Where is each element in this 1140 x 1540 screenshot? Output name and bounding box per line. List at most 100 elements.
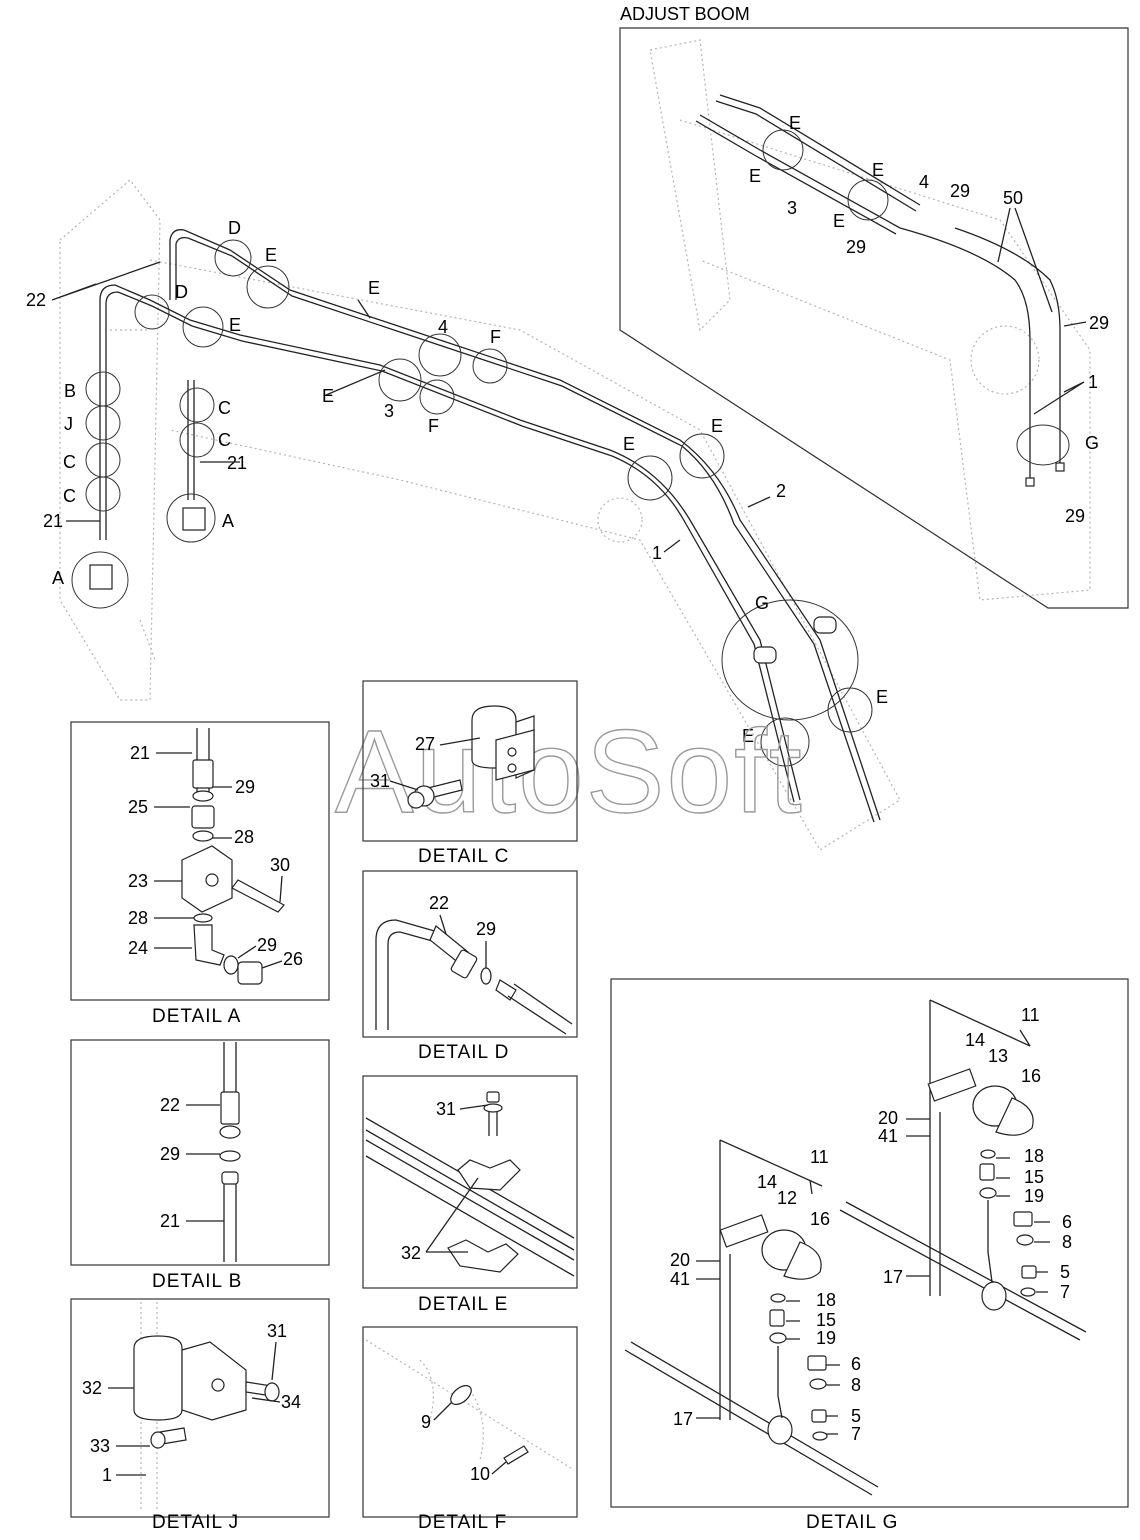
inset-label: E — [789, 113, 801, 133]
detail-g-label: 5 — [851, 1406, 861, 1426]
detail-g-label: 11 — [810, 1147, 829, 1167]
detail-g-label: 16 — [1021, 1066, 1041, 1086]
main-label: E — [322, 386, 334, 406]
inset-label: 29 — [846, 237, 866, 257]
watermark: AutoSoft — [335, 706, 804, 838]
detail-g-label: 14 — [965, 1030, 985, 1050]
detail-g-label: 20 — [878, 1108, 898, 1128]
main-label: A — [52, 568, 64, 588]
main-label: E — [368, 278, 380, 298]
detail-g-label: 15 — [816, 1310, 836, 1330]
detail-b-label: 22 — [160, 1095, 180, 1115]
detail-a-label: 21 — [130, 743, 150, 763]
detail-g-label: 19 — [1024, 1186, 1044, 1206]
main-label: E — [711, 416, 723, 436]
detail-f-label: 10 — [470, 1464, 490, 1484]
inset-label: 50 — [1003, 188, 1023, 208]
adjust-boom-title: ADJUST BOOM — [620, 4, 750, 24]
detail-a-label: 28 — [234, 827, 254, 847]
detail-f-caption: DETAIL F — [418, 1512, 507, 1533]
detail-g-label: 19 — [816, 1328, 836, 1348]
detail-j-label: 33 — [90, 1436, 110, 1456]
detail-e-label: 32 — [401, 1243, 421, 1263]
inset-label: 29 — [1065, 506, 1085, 526]
detail-a-label: 23 — [128, 871, 148, 891]
detail-d: 22 29 DETAIL D — [362, 870, 578, 1063]
detail-g-label: 5 — [1060, 1262, 1070, 1282]
main-label: D — [175, 282, 188, 302]
main-label: C — [218, 398, 231, 418]
inset-label: 29 — [950, 181, 970, 201]
detail-d-label: 29 — [476, 919, 496, 939]
main-label: E — [876, 687, 888, 707]
main-label: 3 — [384, 401, 394, 421]
adjust-boom-panel: ADJUST BOOM E E E E 4 29 3 29 50 29 1 G … — [619, 4, 1129, 609]
detail-g-label: 41 — [878, 1126, 898, 1146]
inset-label: E — [749, 166, 761, 186]
main-label: E — [229, 315, 241, 335]
detail-a-label: 26 — [283, 949, 303, 969]
detail-a-label: 25 — [128, 797, 148, 817]
detail-j-caption: DETAIL J — [152, 1512, 239, 1533]
detail-a-label: 30 — [270, 855, 290, 875]
main-label: J — [64, 414, 73, 434]
detail-g-label: 13 — [988, 1046, 1008, 1066]
main-label: C — [63, 486, 76, 506]
inset-label: 1 — [1088, 372, 1098, 392]
main-label: F — [490, 327, 501, 347]
boom-outline — [59, 179, 901, 851]
detail-c-caption: DETAIL C — [418, 846, 509, 867]
detail-f-label: 9 — [421, 1412, 431, 1432]
detail-d-label: 22 — [429, 893, 449, 913]
inset-label: 4 — [919, 172, 929, 192]
detail-g-label: 18 — [816, 1290, 836, 1310]
main-label-group: 22 D D E E 4 E F 3 E F E E 2 1 G E E B J… — [26, 218, 888, 746]
detail-g-label: 41 — [670, 1269, 690, 1289]
main-label: B — [64, 381, 76, 401]
main-label: 1 — [652, 543, 662, 563]
callout-circles — [71, 239, 873, 767]
detail-c: 27 31 DETAIL C — [362, 680, 578, 867]
main-label: 21 — [43, 511, 63, 531]
detail-b: 22 29 21 DETAIL B — [70, 1039, 330, 1292]
detail-g-label: 18 — [1024, 1146, 1044, 1166]
detail-a-caption: DETAIL A — [152, 1006, 241, 1027]
detail-e-caption: DETAIL E — [418, 1294, 508, 1315]
inset-label: 29 — [1089, 313, 1109, 333]
detail-g-label: 16 — [810, 1209, 830, 1229]
detail-g-label: 15 — [1024, 1167, 1044, 1187]
detail-e-label: 31 — [436, 1099, 456, 1119]
inset-label: G — [1085, 433, 1099, 453]
inset-label: 3 — [787, 198, 797, 218]
detail-d-caption: DETAIL D — [418, 1042, 509, 1063]
detail-e: 31 32 DETAIL E — [362, 1075, 578, 1315]
main-label: C — [218, 430, 231, 450]
detail-g-label: 8 — [851, 1375, 861, 1395]
main-lines — [99, 229, 881, 823]
detail-g-label: 7 — [851, 1424, 861, 1444]
inset-label: E — [872, 160, 884, 180]
detail-g-label: 7 — [1060, 1282, 1070, 1302]
detail-j-label: 34 — [281, 1392, 301, 1412]
main-label: F — [428, 416, 439, 436]
detail-g-caption: DETAIL G — [806, 1512, 898, 1533]
detail-g-label: 6 — [851, 1354, 861, 1374]
detail-g-label: 14 — [757, 1172, 777, 1192]
detail-g-label: 20 — [670, 1250, 690, 1270]
main-label: 4 — [438, 317, 448, 337]
main-label: A — [222, 511, 234, 531]
detail-g-label: 11 — [1021, 1005, 1040, 1025]
main-label: 21 — [227, 453, 247, 473]
main-label: E — [742, 726, 754, 746]
detail-c-label: 31 — [370, 771, 390, 791]
main-label: G — [755, 593, 769, 613]
detail-g-label: 12 — [777, 1188, 797, 1208]
detail-a-label: 29 — [235, 777, 255, 797]
detail-c-label: 27 — [415, 734, 435, 754]
main-label: 2 — [776, 481, 786, 501]
detail-a-label: 28 — [128, 908, 148, 928]
main-label: E — [265, 245, 277, 265]
detail-j-label: 32 — [82, 1378, 102, 1398]
detail-g-label: 17 — [883, 1267, 903, 1287]
